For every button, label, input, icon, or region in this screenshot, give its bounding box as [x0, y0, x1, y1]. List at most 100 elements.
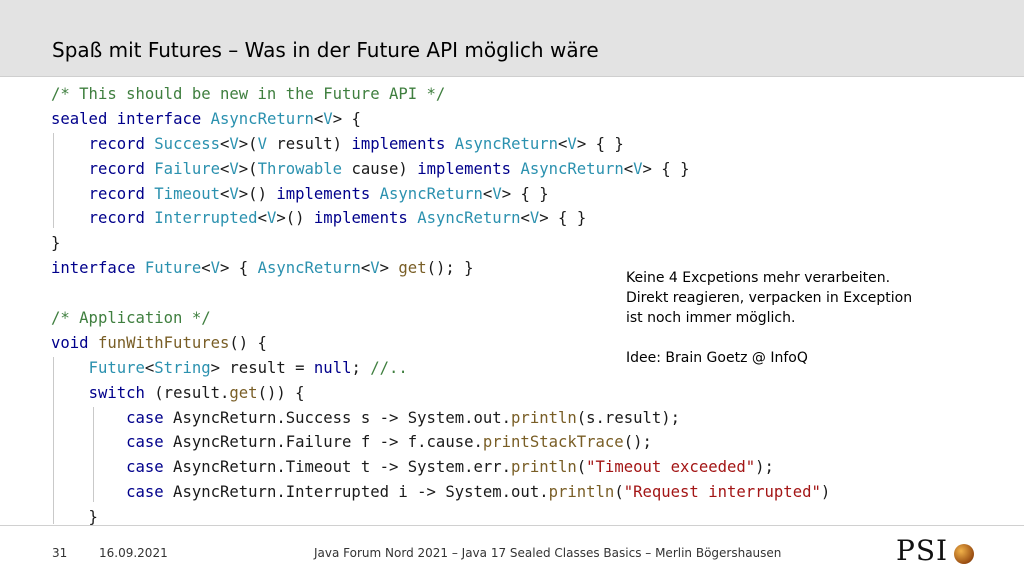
code-token: AsyncReturn: [210, 109, 314, 128]
code-token: [145, 135, 154, 153]
code-token: [51, 135, 89, 153]
code-token: AsyncReturn: [257, 259, 361, 278]
code-token: > {: [220, 259, 258, 278]
code-token: [51, 433, 126, 451]
code-token: V: [370, 259, 380, 278]
code-token: (: [576, 458, 587, 477]
code-token: interface: [51, 259, 136, 278]
slide-title: Spaß mit Futures – Was in der Future API…: [52, 38, 599, 62]
note-line: Keine 4 Excpetions mehr verarbeiten.: [626, 270, 891, 286]
code-token: AsyncReturn.Timeout t -> System.err.: [163, 458, 512, 477]
code-token: null: [313, 358, 352, 377]
code-token: funWithFutures: [97, 333, 230, 352]
code-token: get: [398, 259, 427, 278]
code-token: AsyncReturn: [454, 134, 559, 153]
code-token: <: [313, 109, 324, 128]
code-token: > result =: [210, 358, 314, 377]
code-token: printStackTrace: [482, 433, 624, 452]
code-token: V: [210, 259, 221, 278]
code-token: Failure: [154, 159, 221, 178]
code-token: "Timeout exceeded": [586, 458, 756, 477]
code-line: sealed interface AsyncReturn<V> {: [51, 107, 830, 132]
code-token: <: [360, 259, 371, 278]
code-token: (); }: [426, 259, 474, 278]
code-token: (: [614, 483, 624, 502]
code-token: Throwable: [257, 159, 343, 178]
code-line: case AsyncReturn.Interrupted i -> System…: [51, 480, 830, 505]
code-token: interface: [116, 109, 202, 128]
code-token: >(): [276, 209, 314, 228]
code-token: ): [820, 483, 831, 502]
code-token: > { }: [576, 134, 624, 153]
code-token: [107, 110, 116, 128]
code-token: implements: [276, 184, 371, 203]
code-line: /* This should be new in the Future API …: [51, 82, 830, 107]
code-token: > { }: [642, 159, 690, 178]
page-number: 31: [52, 546, 68, 560]
code-token: [145, 160, 154, 178]
code-token: <: [558, 134, 568, 153]
code-token: println: [511, 408, 577, 427]
code-token: implements: [417, 159, 512, 178]
code-token: [51, 185, 89, 203]
code-token: implements: [313, 209, 408, 228]
slide-header: Spaß mit Futures – Was in der Future API…: [0, 0, 1024, 77]
code-token: [201, 110, 210, 128]
code-token: >(): [238, 184, 277, 203]
code-token: record: [88, 209, 145, 228]
code-token: [51, 483, 126, 501]
code-token: cause): [342, 159, 418, 178]
code-line: }: [51, 505, 830, 530]
code-line: case AsyncReturn.Success s -> System.out…: [51, 406, 830, 431]
code-token: get: [229, 383, 258, 402]
code-token: AsyncReturn: [520, 159, 624, 178]
code-token: record: [88, 134, 145, 153]
code-token: AsyncReturn.Interrupted i -> System.out.: [163, 483, 549, 502]
code-line: record Timeout<V>() implements AsyncRetu…: [51, 182, 830, 207]
code-line: /* Application */: [51, 306, 830, 331]
code-token: /* This should be new in the Future API …: [51, 85, 446, 103]
code-token: [370, 185, 379, 203]
footer-divider: [0, 525, 1024, 526]
code-token: <: [201, 259, 211, 278]
code-token: String: [154, 358, 211, 377]
code-line: record Success<V>(V result) implements A…: [51, 132, 830, 157]
code-token: (s.result);: [576, 408, 681, 427]
logo-text: PSI: [896, 534, 949, 567]
code-line: void funWithFutures() {: [51, 331, 830, 356]
footer-event: Java Forum Nord 2021 – Java 17 Sealed Cl…: [314, 546, 782, 560]
code-line: record Interrupted<V>() implements Async…: [51, 206, 830, 231]
code-token: [51, 458, 126, 476]
code-token: }: [51, 508, 98, 527]
note-line: Direkt reagieren, verpacken in Exception: [626, 290, 913, 306]
code-token: [51, 160, 89, 178]
code-token: println: [548, 483, 615, 502]
code-token: Interrupted: [154, 209, 258, 228]
code-token: Success: [154, 134, 221, 153]
code-token: >(: [238, 134, 258, 153]
code-token: [145, 209, 154, 227]
code-token: V: [567, 134, 577, 153]
code-token: [445, 135, 454, 153]
code-token: <: [220, 184, 230, 203]
code-token: sealed: [51, 109, 108, 128]
indent-guide: [93, 407, 94, 502]
code-token: [51, 359, 89, 377]
code-token: "Request interrupted": [623, 483, 821, 502]
code-token: [51, 409, 126, 427]
code-token: (result.: [144, 383, 230, 402]
code-token: Timeout: [154, 184, 221, 203]
code-token: [136, 259, 145, 277]
footer-date: 16.09.2021: [99, 546, 168, 560]
indent-guide: [53, 357, 54, 524]
code-line: case AsyncReturn.Timeout t -> System.err…: [51, 455, 830, 480]
code-token: > { }: [539, 209, 587, 228]
code-token: <: [623, 159, 634, 178]
code-token: result): [266, 134, 352, 153]
code-token: >(: [238, 159, 258, 178]
code-token: <: [220, 159, 230, 178]
code-token: [51, 209, 89, 227]
code-line: interface Future<V> { AsyncReturn<V> get…: [51, 256, 830, 281]
code-token: AsyncReturn.Success s -> System.out.: [163, 408, 512, 427]
code-token: Future: [88, 358, 145, 377]
